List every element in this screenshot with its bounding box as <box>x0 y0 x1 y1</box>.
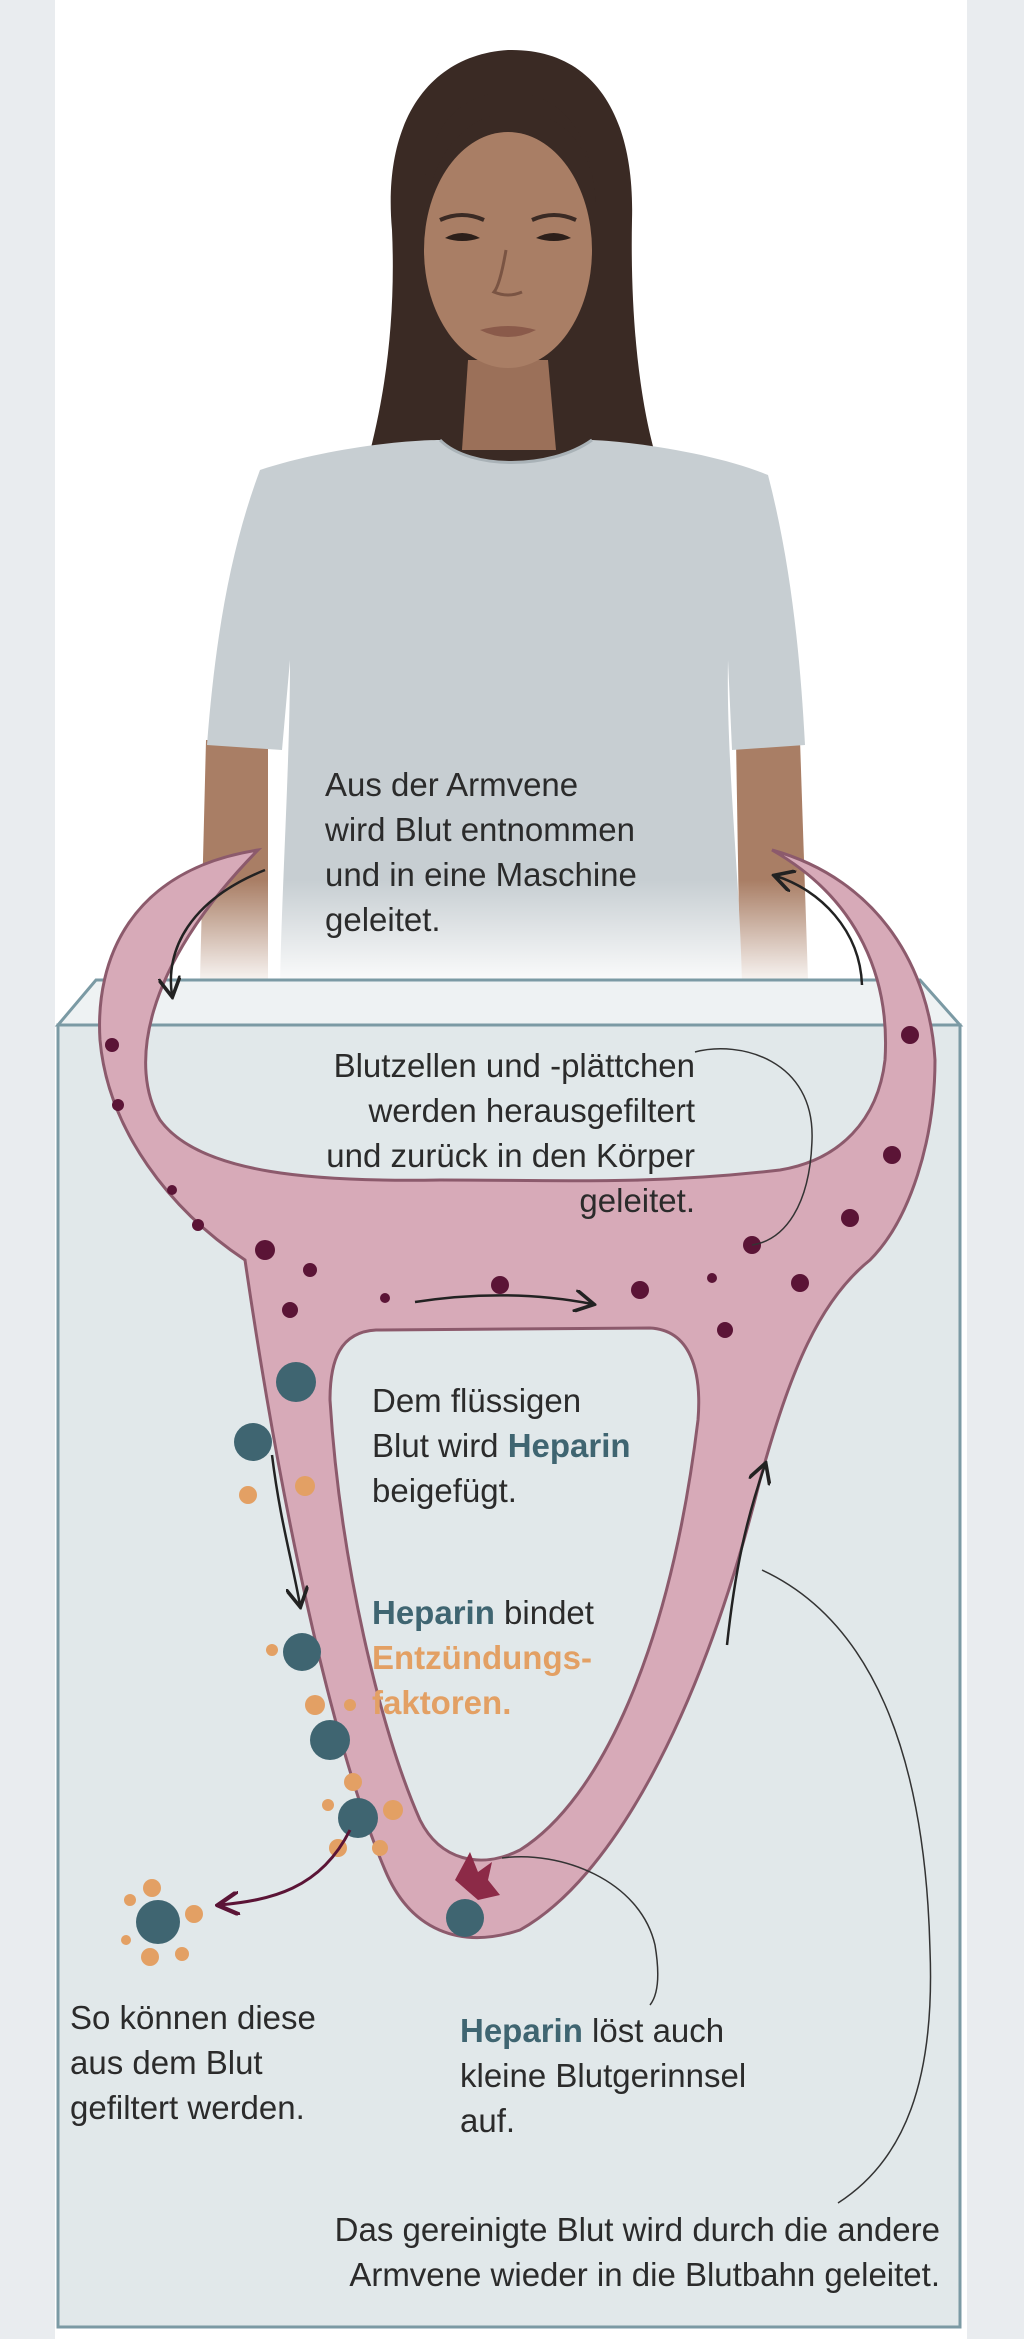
label-line: Blutzellen und -plättchen <box>333 1047 695 1084</box>
heparin-particles <box>234 1362 403 1857</box>
label-filtered: Blutzellen und -plättchen werden herausg… <box>255 1043 695 1223</box>
arrow-down <box>270 1454 300 1605</box>
inflammation-term: Entzündungs- <box>372 1639 592 1676</box>
arrow-up <box>725 1465 765 1646</box>
label-dissolves: Heparin löst auch kleine Blutgerinnsel a… <box>460 2008 746 2143</box>
filtered-particle <box>121 1879 203 1966</box>
label-part: löst auch <box>582 2012 725 2049</box>
label-line: geleitet. <box>325 901 441 938</box>
arrow-filter <box>220 1829 352 1905</box>
label-line: auf. <box>460 2102 516 2139</box>
label-part: bindet <box>494 1594 594 1631</box>
label-line: Heparin löst auch <box>460 2008 746 2053</box>
label-line: gefiltert werden. <box>70 2089 305 2126</box>
arrow-bottom-right <box>414 1295 592 1304</box>
face <box>424 132 592 368</box>
label-line: Blut wird Heparin <box>372 1423 631 1468</box>
label-line: und in eine Maschine <box>325 856 637 893</box>
label-can-filter: So können diese aus dem Blut gefiltert w… <box>70 1995 316 2130</box>
blood-clot <box>446 1852 500 1937</box>
tube-shape <box>98 847 937 1939</box>
label-line: Dem flüssigen <box>372 1382 582 1419</box>
shirt <box>207 440 805 985</box>
heparin-term: Heparin <box>372 1594 495 1631</box>
leader-lines <box>501 1048 932 2204</box>
label-heparin-added: Dem flüssigen Blut wird Heparin beigefüg… <box>372 1378 631 1513</box>
label-line: werden herausgefiltert <box>368 1092 695 1129</box>
label-heparin-binds: Heparin bindet Entzündungs- faktoren. <box>372 1590 594 1725</box>
label-part: Blut wird <box>372 1427 508 1464</box>
blood-cells <box>105 1026 919 1338</box>
label-line: beigefügt. <box>372 1472 517 1509</box>
label-line: Aus der Armvene <box>325 766 579 803</box>
label-line: kleine Blutgerinnsel <box>460 2057 747 2094</box>
label-line: Heparin bindet <box>372 1590 594 1635</box>
blood-tube <box>98 847 937 1939</box>
arrow-out <box>776 876 864 986</box>
label-withdraw: Aus der Armvene wird Blut entnommen und … <box>325 762 637 942</box>
label-line: geleitet. <box>579 1182 695 1219</box>
label-line: Das gereinigte Blut wird durch die ander… <box>334 2211 940 2248</box>
neck <box>462 360 556 450</box>
person-illustration <box>190 49 820 990</box>
label-line: So können diese <box>70 1999 316 2036</box>
inflammation-term: faktoren. <box>372 1684 512 1721</box>
label-line: aus dem Blut <box>70 2044 263 2081</box>
label-return: Das gereinigte Blut wird durch die ander… <box>240 2207 940 2297</box>
flow-arrows <box>171 868 864 1646</box>
arrow-in <box>171 868 266 995</box>
label-line: Armvene wieder in die Blutbahn geleitet. <box>349 2256 940 2293</box>
label-line: wird Blut entnommen <box>325 811 635 848</box>
heparin-term: Heparin <box>460 2012 583 2049</box>
heparin-term: Heparin <box>507 1427 631 1464</box>
label-line: und zurück in den Körper <box>326 1137 695 1174</box>
